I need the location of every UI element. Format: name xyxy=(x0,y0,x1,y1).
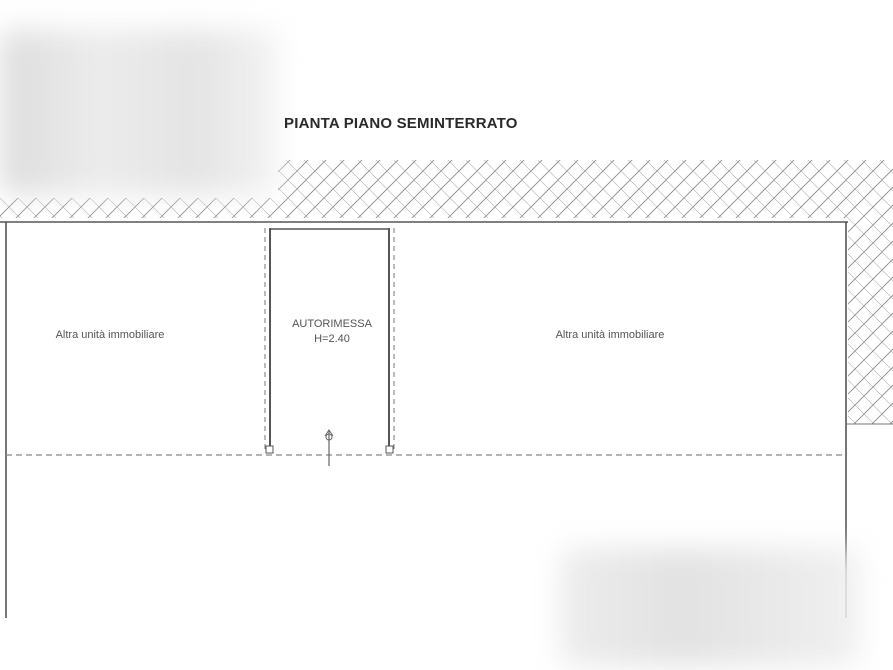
garage-left-pillar xyxy=(265,445,274,454)
room-label-left-unit: Altra unità immobiliare xyxy=(20,328,200,343)
room-label-garage: AUTORIMESSA H=2.40 xyxy=(278,317,386,347)
garage-height-text: H=2.40 xyxy=(314,333,350,345)
left-unit-text: Altra unità immobiliare xyxy=(55,329,165,341)
blurred-watermark-top-left xyxy=(0,30,278,195)
plan-title: PIANTA PIANO SEMINTERRATO xyxy=(284,115,518,132)
right-unit-text: Altra unità immobiliare xyxy=(555,329,665,341)
top-wall-hatch xyxy=(278,160,893,218)
garage-name-text: AUTORIMESSA xyxy=(292,318,372,330)
right-wall-hatch xyxy=(848,218,893,424)
room-label-right-unit: Altra unità immobiliare xyxy=(520,328,700,343)
entrance-arrow-icon xyxy=(324,429,334,466)
top-left-wall-hatch xyxy=(0,198,278,218)
blurred-watermark-bottom-right xyxy=(560,548,860,666)
garage-right-pillar xyxy=(385,445,394,454)
